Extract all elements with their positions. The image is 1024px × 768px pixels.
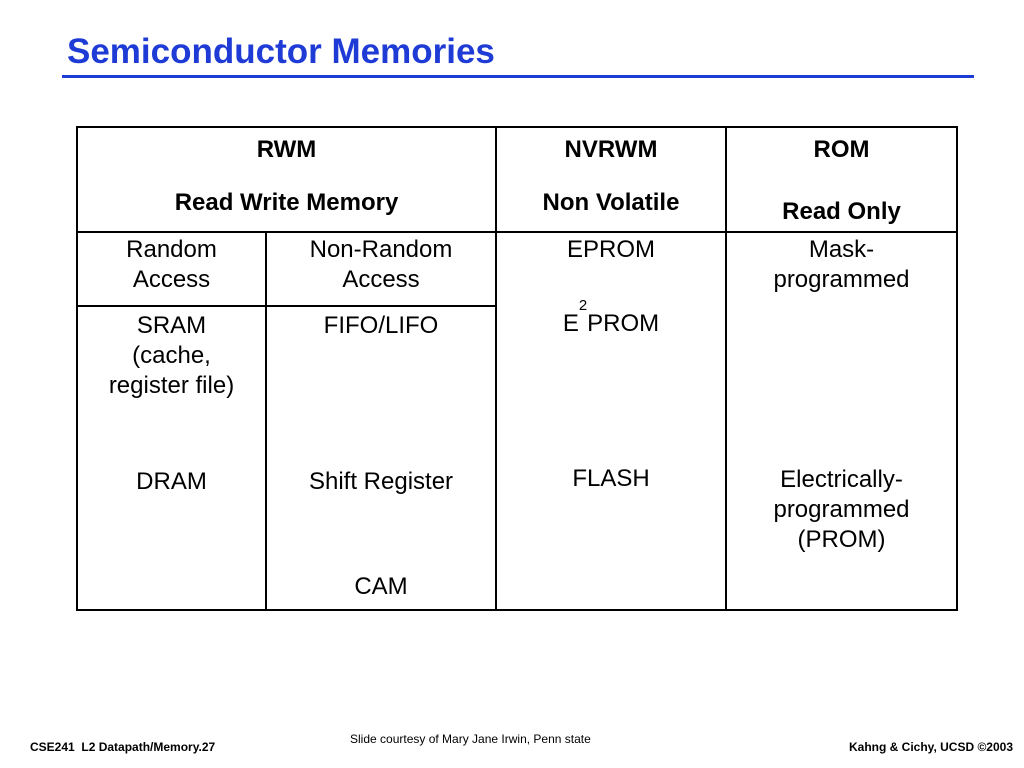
cam-label: CAM: [354, 573, 408, 600]
access-type-row: Random Access Non-Random Access EPROM E2…: [76, 231, 958, 611]
shift-register-label: Shift Register: [308, 468, 454, 495]
rwm-abbr: RWM: [256, 136, 317, 163]
memory-types-row: SRAM (cache, register file) DRAM FIFO/LI…: [76, 305, 957, 611]
header-row: RWM Read Write Memory NVRWM Non Volatile…: [76, 126, 958, 233]
nvrwm-abbr: NVRWM: [564, 136, 658, 163]
slide-title: Semiconductor Memories: [67, 32, 495, 71]
random-access-items-cell: SRAM (cache, register file) DRAM: [76, 305, 267, 611]
memory-classification-table: RWM Read Write Memory NVRWM Non Volatile…: [76, 126, 958, 611]
e2prom-superscript: 2: [578, 297, 588, 314]
electrically-programmed-line-3: (PROM): [797, 526, 886, 553]
mask-programmed-line-2: programmed: [773, 266, 910, 293]
footer-copyright: Kahng & Cichy, UCSD ©2003: [849, 740, 1013, 754]
nvrwm-full: Non Volatile: [542, 189, 680, 216]
flash-label: FLASH: [572, 465, 650, 492]
eprom-label: EPROM: [566, 236, 655, 263]
non-random-access-cell: Non-Random Access: [265, 231, 497, 307]
non-random-access-line-2: Access: [342, 266, 420, 293]
mask-programmed-line-1: Mask-: [808, 236, 875, 263]
fifo-lifo-label: FIFO/LIFO: [323, 312, 439, 339]
footer-course-label: CSE241 L2 Datapath/Memory.27: [30, 740, 216, 754]
rom-abbr: ROM: [813, 136, 870, 163]
electrically-programmed-line-2: programmed: [773, 496, 910, 523]
non-random-access-line-1: Non-Random: [309, 236, 453, 263]
sram-label: SRAM: [136, 312, 207, 339]
nvrwm-header-cell: NVRWM Non Volatile: [495, 126, 727, 233]
title-underline: [62, 75, 974, 78]
dram-label: DRAM: [136, 468, 207, 495]
rom-cell: Mask- programmed Electrically- programme…: [725, 231, 958, 611]
electrically-programmed-line-1: Electrically-: [780, 466, 903, 493]
sram-detail-2: register file): [108, 372, 235, 399]
rom-full: Read Only: [782, 198, 901, 225]
rwm-full: Read Write Memory: [174, 189, 399, 216]
non-random-access-items-cell: FIFO/LIFO Shift Register CAM: [265, 305, 497, 611]
random-access-cell: Random Access: [76, 231, 267, 307]
random-access-line-1: Random: [126, 236, 217, 263]
nvrwm-cell: EPROM E2PROM FLASH: [495, 231, 727, 611]
e2prom-label: E2PROM: [562, 297, 660, 337]
sram-detail-1: (cache,: [132, 342, 211, 369]
random-access-line-2: Access: [132, 266, 211, 293]
rom-header-cell: ROM Read Only: [725, 126, 958, 233]
footer-credit: Slide courtesy of Mary Jane Irwin, Penn …: [350, 732, 591, 746]
rwm-header-cell: RWM Read Write Memory: [76, 126, 497, 233]
